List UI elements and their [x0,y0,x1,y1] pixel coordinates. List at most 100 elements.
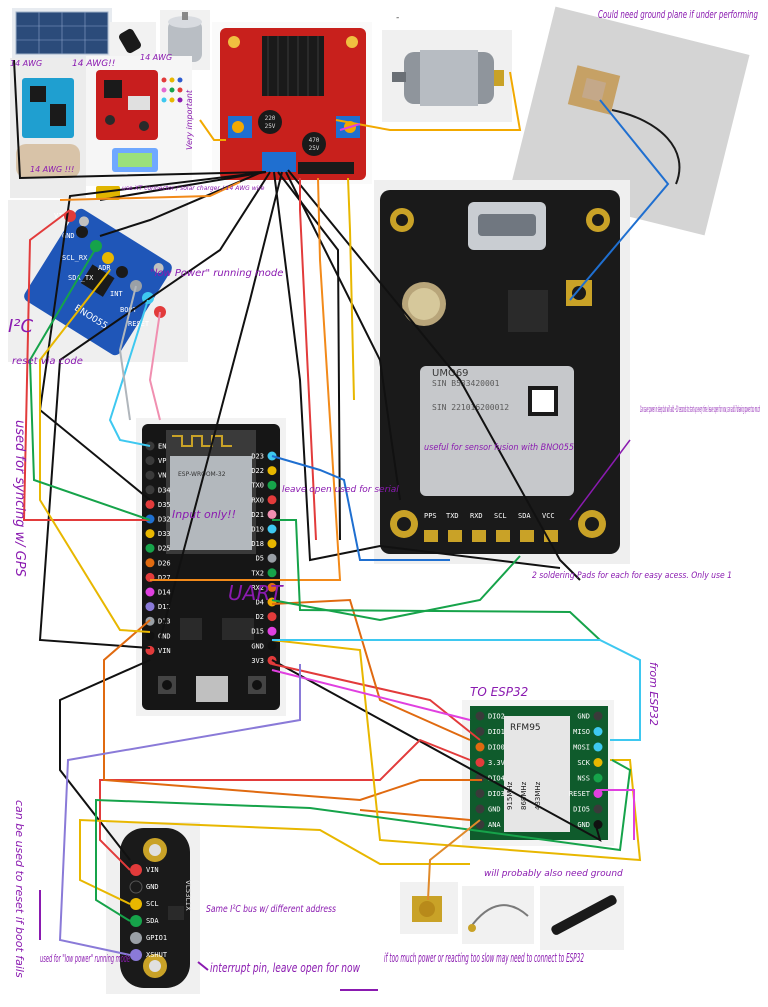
esp-left-dot-3 [145,485,155,495]
vl53-pins: VIN GND SCL SDA GPIO1 XSHUT [146,866,168,959]
vl53-pin-gnd: GND [146,883,159,891]
rfm-right-label-3: SCK [577,759,590,767]
note-reset-via-code: reset via code [12,356,83,367]
note-leave-open-serial: leave open used for serial [282,485,399,495]
arrow-can-save-power [569,439,631,521]
solar-panel [12,8,112,58]
bno-pin-sda: SDA_TX [68,274,94,282]
gps-pad-txd: TXD [446,512,459,520]
note-input-only: Input only!! [172,508,236,521]
note-can-reset-if-boot-fails: can be used to reset if boot fails [13,800,26,978]
esp-left-dot-1 [145,456,155,466]
esp-right-label-12: D15 [251,628,264,636]
rfm-left-dot-0 [475,711,485,721]
gps-patch-antenna [510,6,750,236]
esp32-board: ESP-WROOM-32 ENVPVND34D35D32D33D25D26D27… [136,418,286,716]
motor-driver-l298n: 220 25V 470 25V [212,22,372,184]
rfm-right-label-1: MISO [573,728,590,736]
esp-right-label-11: D2 [256,613,264,621]
note-low-power-bno: "low Power" running mode [150,268,283,279]
vl53-pin-xshut: XSHUT [146,951,168,959]
l298n-capacitor-left: 220 25V [258,110,282,134]
rfm95-board: RFM95 915MHz 868MHz 433MHz DIO2DIO1DIO03… [462,700,614,846]
note-from-esp32: from ESP32 [647,662,660,726]
gps-pad-sda: SDA [518,512,531,520]
bno-pin-gnd: GND [62,232,75,240]
note-ground-plane: Could need ground plane if under perform… [598,8,758,21]
note-too-much-power: if too much power or reacting too slow m… [384,951,584,965]
cap-label-3: 470 [309,137,320,144]
esp-right-dot-7 [267,553,277,563]
esp-right-dot-12 [267,626,277,636]
rfm-left-label-4: DIO4 [488,775,505,783]
gps-chip-line-2: SIN 221016200012 [432,403,509,412]
note-soldering-pads: 2 soldering Pads for each for easy acess… [532,571,732,581]
esp-left-label-2: VN [158,472,166,480]
esp-right-label-3: RX0 [251,496,264,504]
esp-right-dot-13 [267,641,277,651]
note-awg-right: 14 AWG [140,53,172,62]
note-same-i2c-bus: Same I²C bus w/ different address [206,904,336,915]
esp-left-label-8: D26 [158,559,171,567]
gps-pad-labels: PPS TXD RXD SCL SDA VCC [424,512,555,520]
rfm-right-dot-4 [593,773,603,783]
rfm-right-dot-6 [593,804,603,814]
esp-left-dot-4 [145,499,155,509]
note-i2c: I²C [8,316,34,337]
esp-right-label-9: RX2 [251,584,264,592]
note-to-esp32: TO ESP32 [470,685,528,699]
esp-right-label-1: D22 [251,467,264,475]
dc-motor-large [382,30,512,122]
cap-label-4: 25V [309,145,320,152]
rfm-left-label-2: DIO0 [488,744,505,752]
bno055-pin-labels: VIN GND SCL_RX SDA_TX ADR INT BOOT RESET [54,212,150,328]
esp-left-dot-7 [145,543,155,553]
l298n-capacitor-right: 470 25V [302,132,326,156]
esp-left-dot-8 [145,558,155,568]
note-can-save-power: Can save power in sleep but will add ~30… [640,405,760,415]
rfm-right-label-2: MOSI [573,744,590,752]
note-can-save-power-text: Can save power in sleep but will add ~30… [640,405,760,415]
esp-right-dot-2 [267,480,277,490]
esp-right-dot-9 [267,582,277,592]
rfm-freq-868: 868MHz [520,781,528,810]
lora-whip-antenna [540,886,624,950]
rfm-right-dot-3 [593,758,603,767]
esp-left-dot-6 [145,529,155,539]
bno-pin-boot: BOOT [120,306,138,314]
esp-left-label-4: D35 [158,501,171,509]
esp-right-dot-8 [267,568,277,578]
cap-label-2: 25V [265,123,276,130]
note-used-for-low-power: used for "low power" running mode [40,952,130,965]
indicator-dots [161,77,183,103]
esp-left-label-7: D25 [158,545,171,553]
bno-pin-vin: VIN [54,212,67,220]
barrel-adapter [110,22,156,60]
note-uart: UART [228,581,284,605]
cap-label-1: 220 [265,115,276,122]
rfm-right-label-0: GND [577,713,590,721]
esp32-module-label: ESP-WROOM-32 [178,471,226,478]
bno055-board: BNO055 VIN GND SCL_RX SDA_TX ADR INT BOO… [8,200,188,362]
esp-right-label-2: TX0 [251,482,264,490]
vl53-pin-scl: SCL [146,900,159,908]
gps-pad-rxd: RXD [470,512,483,520]
note-awg-left-top: 14 AWG [10,59,42,68]
gps-pad-vcc: VCC [542,512,555,520]
rfm-right-dot-5 [593,789,603,798]
rfm-freq-433: 433MHz [534,781,542,810]
esp-left-label-1: VP [158,457,166,465]
rfm-left-label-5: DIO3 [488,790,505,798]
rfm-left-dot-6 [475,804,485,814]
note-awg-bottom: 14 AWG !!! [30,165,74,174]
esp-left-label-3: D34 [158,486,171,494]
arrow-interrupt [197,961,209,971]
esp-right-label-4: D21 [251,511,264,519]
note-very-important: Very important [185,89,194,150]
vl53-pin-sda: SDA [146,917,159,925]
esp-right-dot-3 [267,495,277,505]
esp-right-dot-1 [267,466,277,476]
